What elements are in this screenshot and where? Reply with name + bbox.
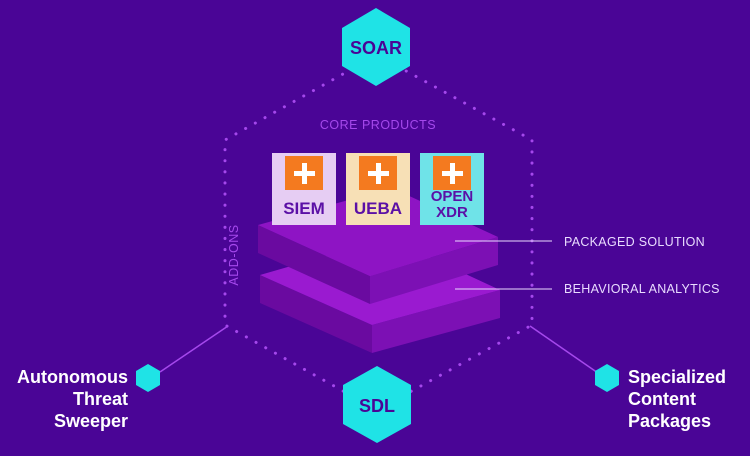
addon-left-line-3: Sweeper (53, 411, 128, 431)
addon-right-hexagon (595, 364, 619, 392)
product-name: SIEM (283, 199, 325, 218)
product-name-line-1: OPEN (430, 188, 474, 205)
product-name: UEBA (353, 199, 403, 218)
core-products-title: CORE PRODUCTS (319, 118, 437, 132)
addon-autonomous-threat-sweeper: Autonomous Threat Sweeper (6, 366, 128, 432)
plus-icon (359, 156, 397, 190)
addon-left-line-1: Autonomous (17, 367, 128, 387)
connector-right (529, 325, 599, 374)
addon-right-line-1: Specialized (628, 367, 727, 387)
sdl-hexagon: SDL (343, 366, 411, 443)
product-card-open-xdr: OPEN XDR (420, 153, 484, 225)
product-card-siem: SIEM (272, 153, 336, 225)
soar-hexagon: SOAR (342, 8, 410, 86)
sdl-label: SDL (359, 396, 395, 416)
plus-icon (285, 156, 323, 190)
connector-left (159, 325, 229, 373)
product-name: OPEN XDR (420, 189, 484, 221)
addon-right-line-3: Packages (628, 411, 712, 431)
product-card-ueba: UEBA (346, 153, 410, 225)
plus-icon (433, 156, 471, 190)
addon-right-line-2: Content (628, 389, 696, 409)
layer-label-behavioral-analytics: BEHAVIORAL ANALYTICS (564, 282, 720, 296)
addon-left-hexagon (136, 364, 160, 392)
product-name-line-2: XDR (436, 204, 468, 221)
addon-left-line-2: Threat (72, 389, 128, 409)
dotted-hexagon-outline (223, 53, 534, 412)
addon-specialized-content-packages: Specialized Content Packages (628, 366, 746, 432)
addons-title: ADD-ONS (227, 224, 241, 286)
layer-label-packaged-solution: PACKAGED SOLUTION (564, 235, 706, 249)
soar-label: SOAR (350, 38, 402, 58)
